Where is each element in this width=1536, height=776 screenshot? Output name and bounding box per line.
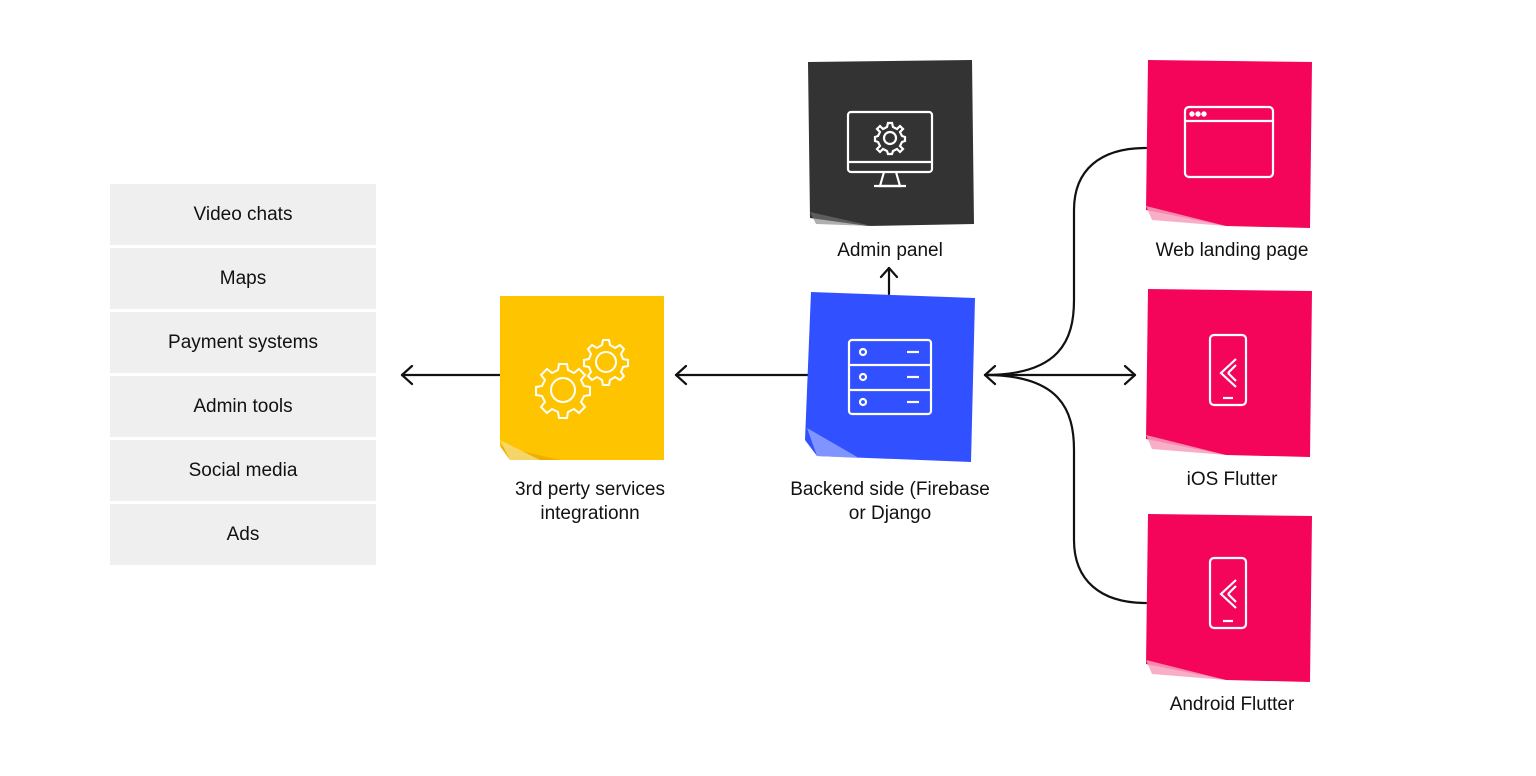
third-party-label: 3rd perty services integrationn — [480, 478, 700, 526]
admin-label: Admin panel — [837, 240, 943, 261]
arrowhead-third-party — [674, 364, 688, 386]
arrowhead-ios — [1123, 364, 1137, 386]
android-label: Android Flutter — [1169, 694, 1295, 715]
third-party-label-line1: 3rd perty services — [515, 479, 665, 500]
curve-to-android — [983, 373, 1148, 605]
android-note — [1146, 514, 1314, 684]
monitor-gear-icon — [846, 110, 934, 188]
ios-note — [1146, 289, 1314, 459]
web-label: Web landing page — [1155, 240, 1309, 261]
arrowhead-admin — [879, 266, 899, 279]
service-item-payment-systems: Payment systems — [110, 312, 376, 373]
server-icon — [847, 338, 933, 416]
service-item-maps: Maps — [110, 248, 376, 309]
service-item-video-chats: Video chats — [110, 184, 376, 245]
phone-flutter-icon — [1208, 333, 1248, 407]
backend-label-line2: or Django — [848, 503, 932, 524]
backend-label-line1: Backend side (Firebase — [790, 479, 990, 500]
arrowhead-services — [400, 364, 414, 386]
ios-label: iOS Flutter — [1186, 469, 1278, 490]
admin-note — [808, 60, 974, 226]
backend-note — [805, 290, 977, 464]
phone-flutter-icon — [1208, 556, 1248, 630]
web-note — [1146, 60, 1314, 230]
browser-window-icon — [1183, 105, 1275, 179]
third-party-note — [500, 296, 665, 460]
backend-label: Backend side (Firebase or Django — [770, 478, 1010, 526]
service-item-ads: Ads — [110, 504, 376, 565]
services-list: Video chats Maps Payment systems Admin t… — [110, 184, 376, 568]
service-item-social-media: Social media — [110, 440, 376, 501]
third-party-label-line2: integrationn — [540, 503, 640, 524]
service-item-admin-tools: Admin tools — [110, 376, 376, 437]
curve-to-web — [983, 146, 1148, 377]
gears-icon — [535, 339, 629, 419]
